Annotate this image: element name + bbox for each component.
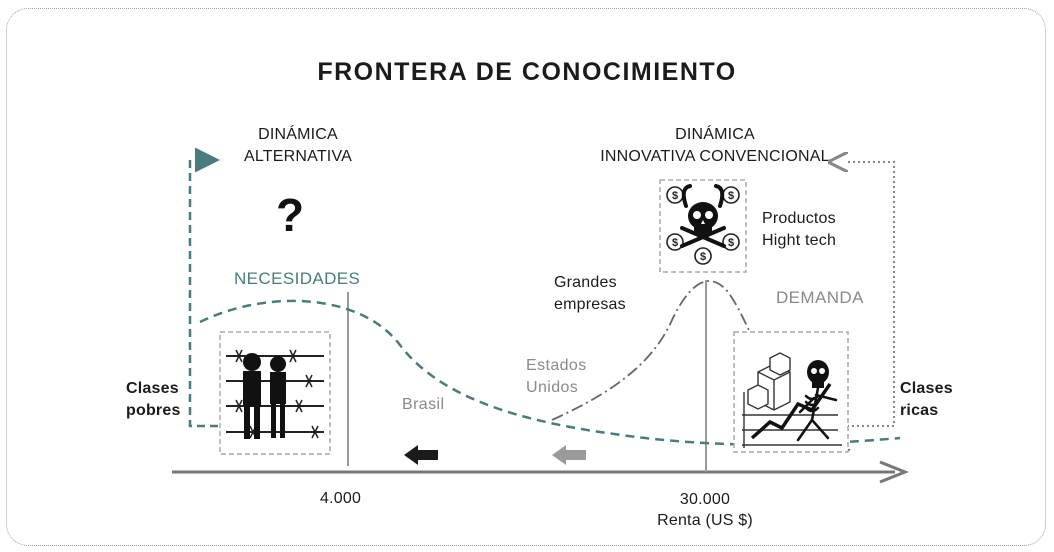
clases-pobres-line1: Clases: [126, 380, 179, 397]
question-mark: ?: [276, 189, 305, 241]
clases-ricas-label: Clases ricas: [900, 378, 953, 422]
svg-text:$: $: [672, 190, 678, 202]
tick-label-4000: 4.000: [320, 490, 362, 507]
innovativa-feedback-path: [842, 162, 895, 427]
arrow-left-black-icon: [404, 445, 438, 465]
estados-unidos-line1: Estados: [526, 357, 587, 374]
estados-unidos-line2: Unidos: [526, 379, 579, 396]
productos-high-tech-label: Productos Hight tech: [762, 208, 836, 252]
dinamica-alternativa-line1: DINÁMICA: [258, 126, 338, 143]
grandes-empresas-line2: empresas: [554, 296, 626, 313]
skeleton-with-money-chart-icon: [733, 331, 849, 453]
diagram-title: FRONTERA DE CONOCIMIENTO: [317, 58, 737, 86]
brasil-label: Brasil: [402, 396, 445, 413]
svg-text:$: $: [700, 251, 706, 263]
dinamica-innovativa-line2: INNOVATIVA CONVENCIONAL: [600, 148, 830, 165]
svg-text:$: $: [728, 190, 734, 202]
clases-pobres-label: Clases pobres: [126, 378, 181, 422]
diagram-frame: [6, 8, 1046, 546]
children-behind-barbed-wire-icon: [219, 331, 331, 455]
productos-line2: Hight tech: [762, 232, 837, 249]
productos-line1: Productos: [762, 210, 836, 227]
clases-ricas-line2: ricas: [900, 402, 939, 419]
svg-text:$: $: [728, 237, 734, 249]
necesidades-label: NECESIDADES: [234, 269, 361, 288]
alternativa-feedback-path: [188, 147, 220, 428]
grandes-empresas-line1: Grandes: [554, 274, 617, 291]
grandes-empresas-label: Grandes empresas: [554, 272, 626, 316]
dinamica-alternativa-label: DINÁMICA ALTERNATIVA: [218, 124, 378, 168]
dinamica-alternativa-line2: ALTERNATIVA: [244, 148, 352, 165]
clases-ricas-line1: Clases: [900, 380, 953, 397]
clases-pobres-line2: pobres: [126, 402, 181, 419]
dinamica-innovativa-label: DINÁMICA INNOVATIVA CONVENCIONAL: [600, 124, 830, 168]
svg-text:$: $: [672, 237, 678, 249]
demanda-label: DEMANDA: [776, 288, 864, 307]
arrow-left-gray-icon: [552, 445, 586, 465]
tick-label-30000: 30.000: [679, 491, 731, 508]
axis-label-renta: Renta (US $): [657, 512, 753, 529]
income-axis: [172, 460, 910, 484]
skull-crossbones-money-icon: $ $ $ $ $: [659, 179, 747, 273]
estados-unidos-label: Estados Unidos: [526, 355, 587, 399]
dinamica-innovativa-line1: DINÁMICA: [675, 126, 755, 143]
